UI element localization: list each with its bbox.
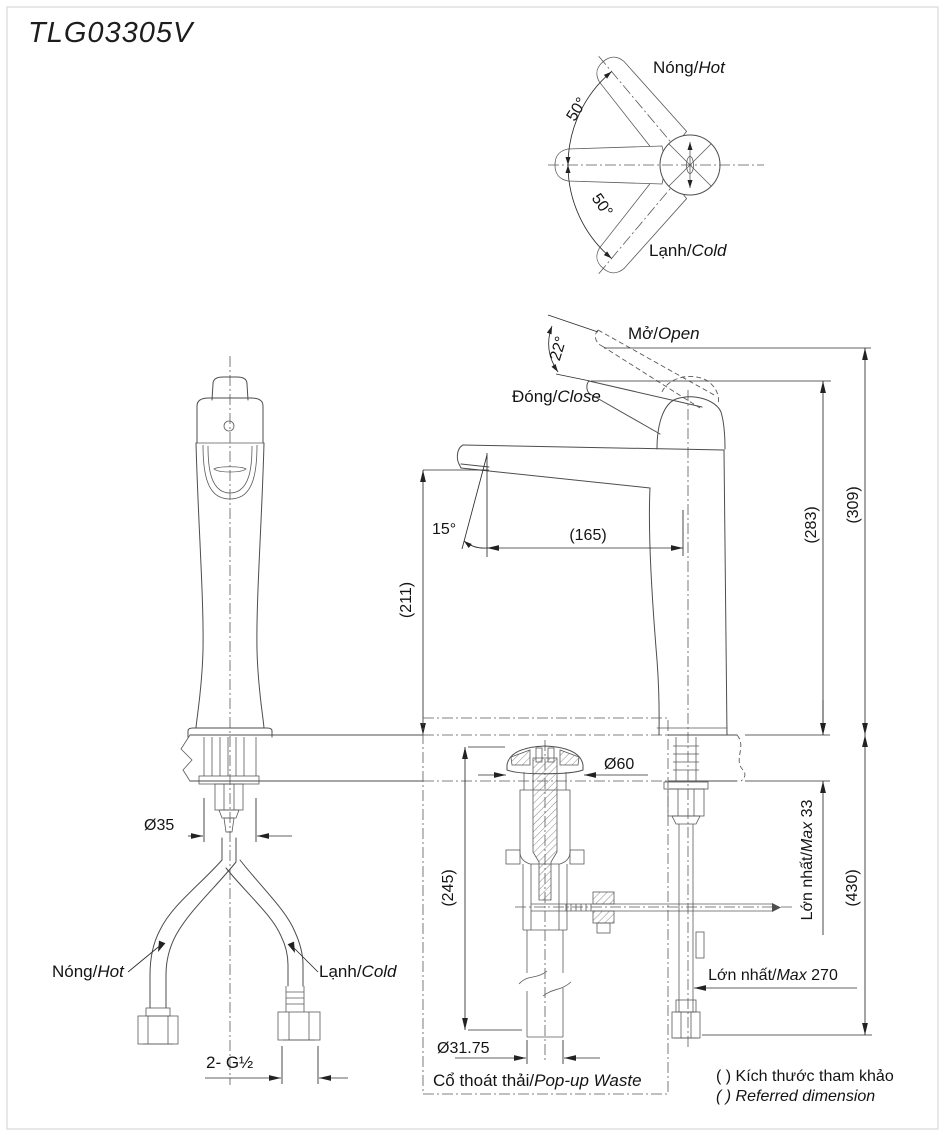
- spout-outlet-front: [213, 466, 247, 473]
- side-view: 22° Mở/Open Đóng/Close 15° (165) (211): [398, 314, 872, 1050]
- dim-reach: (165): [487, 510, 684, 556]
- hot-leader: [127, 943, 163, 973]
- hot-label-top-view: Nóng/Hot: [653, 58, 726, 77]
- counter-surface: [180, 734, 746, 782]
- open-angle-dim: 22°: [546, 314, 599, 382]
- svg-text:Ø35: Ø35: [144, 817, 174, 834]
- svg-text:(165): (165): [569, 527, 606, 544]
- page-border: [6, 6, 939, 1130]
- angle-50-cold: 50°: [588, 191, 616, 221]
- svg-text:(430): (430): [844, 869, 861, 906]
- popup-rod: [515, 891, 795, 934]
- svg-text:Ø31.75: Ø31.75: [437, 1040, 490, 1057]
- model-number: TLG03305V: [28, 17, 195, 49]
- dim-hose-max: Lớn nhất/Max 270: [694, 967, 857, 991]
- svg-text:(211): (211): [398, 582, 415, 618]
- hot-label-front-view: Nóng/Hot: [52, 962, 125, 981]
- notes: ( ) Kích thước tham khảo ( ) Referred di…: [716, 1068, 894, 1105]
- svg-text:2- G½: 2- G½: [206, 1053, 253, 1072]
- tail-pipe: [518, 930, 572, 1038]
- svg-text:15°: 15°: [432, 521, 456, 538]
- counter-break-left: [180, 734, 193, 782]
- dim-pipe-diameter: Ø31.75: [437, 1040, 600, 1064]
- popup-body: [505, 772, 585, 931]
- faucet-base-front: [187, 727, 273, 738]
- side-shank-assembly: [663, 737, 709, 1039]
- faucet-head-front: [196, 397, 264, 444]
- dim-open-height-text: (309): [845, 486, 862, 523]
- faucet-body-side: [456, 444, 728, 736]
- cold-leader: [291, 945, 319, 973]
- open-label: Mở/Open: [628, 324, 700, 343]
- supply-hoses: [149, 837, 304, 1009]
- cold-connector: [277, 986, 321, 1041]
- dim-flange-diameter: Ø60: [478, 756, 648, 778]
- hot-flow-arrow: [158, 940, 166, 952]
- handle-cap-side: [656, 396, 726, 450]
- dim-below-counter: (430): [702, 735, 872, 1036]
- top-view: 50° 50° Nóng/Hot Lạnh/Cold: [548, 48, 764, 282]
- note-referred-dimension-vi: ( ) Kích thước tham khảo: [716, 1068, 894, 1085]
- spout-lip-outer: [202, 444, 258, 500]
- cold-flow-arrow: [287, 941, 295, 953]
- cold-label-top-view: Lạnh/Cold: [649, 241, 727, 260]
- arc-50-cold: [565, 164, 612, 259]
- popup-waste-section: Ø60 (245) Ø31.75 Cổ thoát thải/Pop-up Wa…: [422, 717, 795, 1095]
- popup-module-box: [422, 717, 669, 1095]
- counter-break-right: [736, 734, 746, 782]
- dim-thread-size: 2- G½: [205, 1046, 348, 1084]
- closed-lever: [586, 380, 661, 435]
- front-view: Ø35 Nóng/Hot Lạnh/Cold 2- G½: [52, 356, 397, 1085]
- dim-body-diameter: Ø35: [144, 798, 292, 842]
- close-label: Đóng/Close: [512, 387, 601, 406]
- angle-50-hot: 50°: [564, 95, 591, 125]
- cold-label-front-view: Lạnh/Cold: [319, 962, 397, 981]
- shank-front: [198, 737, 260, 833]
- handle-screw-dot: [223, 420, 235, 432]
- faucet-cap-front: [211, 376, 249, 401]
- svg-text:Lớn nhất/Max 270: Lớn nhất/Max 270: [708, 967, 838, 984]
- svg-text:Ø60: Ø60: [604, 756, 634, 773]
- dim-close-height-text: (283): [803, 506, 820, 543]
- svg-text:22°: 22°: [547, 335, 570, 363]
- dim-handle-heights: (309) (283): [591, 347, 871, 735]
- arc-50-hot: [565, 71, 612, 166]
- dim-deck-max: Lớn nhất/Max 33: [745, 700, 830, 935]
- hot-connector: [137, 1007, 179, 1045]
- dim-popup-height: (245): [440, 746, 522, 1031]
- popup-plug-stem: [532, 757, 558, 901]
- popup-waste-label: Cổ thoát thải/Pop-up Waste: [433, 1071, 642, 1090]
- note-referred-dimension-en: ( ) Referred dimension: [716, 1088, 875, 1105]
- dim-spout-height: (211): [398, 469, 489, 735]
- svg-text:Lớn nhất/Max 33: Lớn nhất/Max 33: [799, 800, 816, 921]
- svg-text:(245): (245): [440, 869, 457, 906]
- spout-angle-dim: 15°: [432, 453, 488, 557]
